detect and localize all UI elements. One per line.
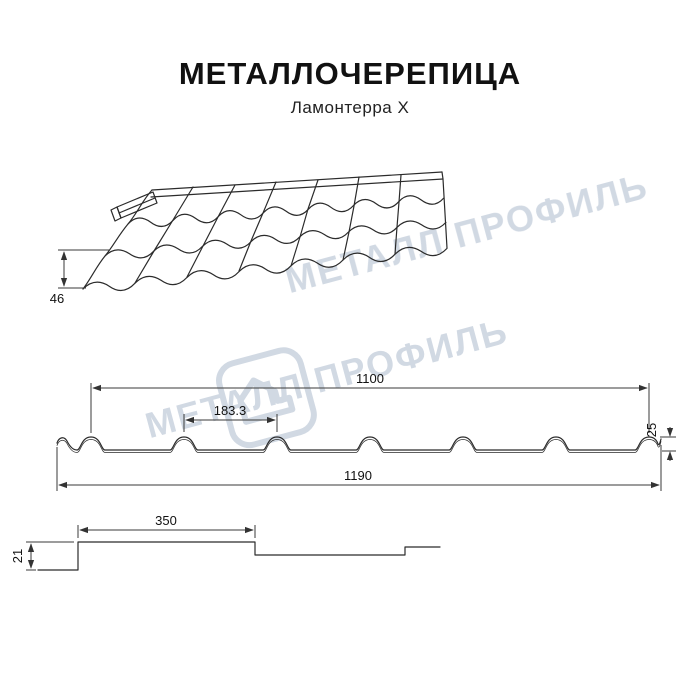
dimension-label-1190: 1190 [344, 468, 372, 483]
step-profile-line [37, 541, 441, 571]
sheet-top-edge [151, 171, 443, 191]
tile-row-line-2 [104, 220, 447, 259]
wave-rib-3 [238, 181, 277, 272]
wave-rib-5 [342, 176, 360, 261]
roof-perspective-drawing [82, 171, 448, 291]
page-subtitle: Ламонтерра X [291, 98, 410, 117]
wave-rib-6 [394, 174, 402, 255]
logo-house-shape [237, 377, 296, 425]
dimension-350: 350 [77, 513, 256, 538]
dimension-label-183-3: 183.3 [214, 403, 247, 418]
sheet-left-edge [82, 189, 153, 290]
wave-rib-1 [134, 186, 194, 284]
ridge-strip-end-tab [110, 206, 122, 222]
dimension-1190: 1190 [56, 445, 662, 491]
tile-row-bottom-edge [82, 246, 448, 291]
sheet-top-flange-line [150, 178, 444, 198]
profile-curve [56, 436, 662, 451]
wave-rib-2 [186, 184, 236, 278]
dimension-label-25: 25 [644, 423, 659, 437]
dimension-25: 25 [644, 423, 676, 461]
dimension-label-350: 350 [155, 513, 177, 528]
dimension-21: 21 [10, 541, 74, 571]
page-title: МЕТАЛЛОЧЕРЕПИЦА [179, 56, 521, 91]
sheet-right-edge [441, 171, 448, 249]
wave-rib-4 [290, 179, 319, 267]
tile-row-line-1 [127, 195, 445, 227]
dimension-label-21: 21 [10, 549, 25, 563]
dimension-183-3: 183.3 [183, 403, 278, 432]
dimension-46: 46 [50, 249, 109, 306]
dimension-label-1100: 1100 [356, 371, 384, 386]
ridge-strip-inner-line [118, 197, 156, 214]
dimension-label-46: 46 [50, 291, 64, 306]
dimension-1100: 1100 [90, 371, 650, 433]
step-profile-drawing: 350 21 [10, 513, 441, 571]
watermark-text-lower: МЕТАЛЛ ПРОФИЛЬ [141, 310, 513, 446]
profile-cross-section: 1100 183.3 25 1190 [56, 371, 676, 491]
